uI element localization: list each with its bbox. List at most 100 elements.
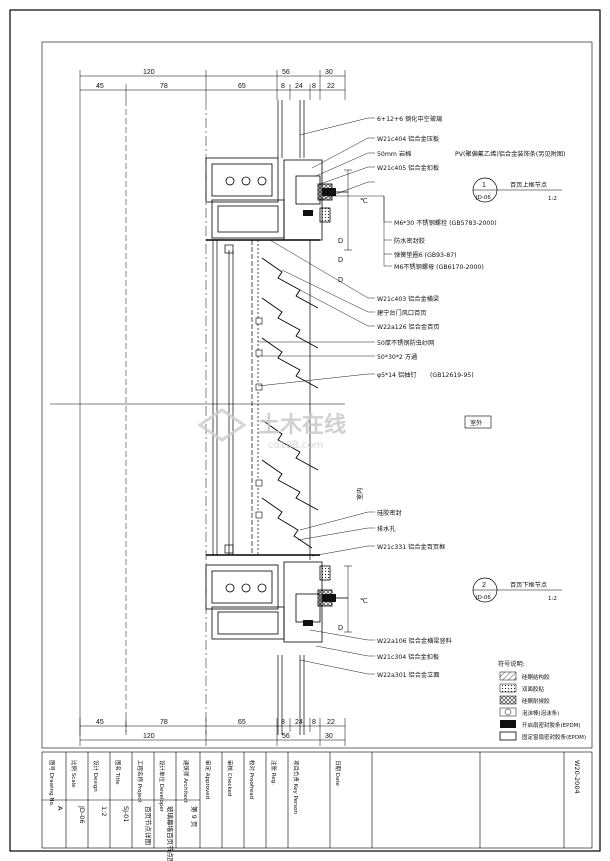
legend-swatch-5	[500, 720, 516, 728]
center-mark-upper: ℃	[360, 198, 368, 205]
dim-top-65: 65	[238, 83, 246, 90]
label-rockwool: 50mm 岩棉	[377, 150, 411, 158]
tb-project-header: 工程名称 Project	[136, 760, 144, 803]
label-drain: 排水孔	[377, 525, 396, 533]
tb-scale-header: 比例 Scale	[70, 760, 78, 788]
node-upper-ref: JD-06	[475, 195, 491, 201]
watermark: 土木在线 co188.com	[197, 408, 346, 451]
upper-bolt	[303, 188, 336, 216]
tb-project-name: 玻璃幕墙百页节点图	[166, 806, 175, 861]
tb-drawing-no-value: W20-2004	[573, 760, 581, 794]
label-rivet: φ5*14 铝抽钉	[377, 371, 417, 379]
watermark-main: 土木在线	[258, 412, 346, 438]
dim-top-30: 30	[325, 69, 333, 76]
legend-swatch-4	[499, 707, 517, 717]
tb-sheet-code: SJ-01	[122, 806, 130, 822]
labels-upper: 6+12+6 钢化中空玻璃 W21c404 铝合金压板 50mm 岩棉 PV(聚…	[377, 115, 565, 379]
label-transom-profile: W22a106 铝合金横梁竖料	[377, 637, 452, 645]
dim-d-1: D	[338, 238, 343, 245]
legend-item-3: 硅酮耐候胶	[522, 697, 550, 705]
label-bolt: M6*30 不锈钢螺栓 (GB5783-2000)	[394, 219, 497, 227]
node-upper-number: 1	[482, 182, 486, 189]
label-pvdf-trim: PV(聚偏氟乙烯)铝合金装饰条(另见附图)	[455, 150, 565, 158]
top-dimension-chain	[79, 70, 346, 100]
tb-date-header: 日期 Date	[334, 760, 341, 787]
upper-transom	[205, 157, 348, 241]
legend-swatch-3	[499, 695, 517, 705]
dim-bot-8b: 8	[312, 719, 316, 726]
dim-top-78: 78	[160, 83, 168, 90]
dim-bot-30: 30	[325, 733, 333, 740]
label-washer: 弹簧垫圈6 (GB93-87)	[394, 251, 457, 259]
tb-drawing-no-header: 图号 Drawing No.	[48, 760, 56, 807]
dim-bot-45: 45	[96, 719, 104, 726]
dim-top-24: 24	[295, 83, 303, 90]
node-upper-title: 百页上框节点	[510, 181, 547, 189]
label-silicone: 硅胶密封	[377, 509, 402, 517]
dim-bot-65: 65	[238, 719, 246, 726]
node-upper-scale: 1:2	[548, 196, 557, 202]
dim-top-56: 56	[282, 69, 290, 76]
dim-top-8a: 8	[281, 83, 285, 90]
label-louver-frame: W21c331 铝合金百页框	[377, 543, 445, 551]
louver-blades-upper	[261, 257, 319, 389]
indoor-label: 室内	[356, 488, 364, 500]
glass-panel	[277, 100, 305, 735]
tb-approved-header: 审定 Approved	[204, 760, 212, 799]
dim-top-45: 45	[96, 83, 104, 90]
legend-item-6: 固定窗扇密封胶条(EPDM)	[522, 733, 586, 741]
tb-drawing-ref: JD-06	[78, 805, 86, 824]
label-mullion: W22a301 铝合金立面	[377, 671, 440, 679]
label-nut: M6不锈钢螺母 (GB6170-2000)	[394, 263, 484, 271]
label-square-tube: 50*30*2 方通	[377, 353, 417, 361]
node-lower-scale: 1:2	[548, 596, 557, 602]
louver-frame	[212, 240, 311, 560]
tb-design-header: 设计 Design	[92, 760, 100, 792]
legend: 符号说明: 硅酮结构胶 双面胶贴 硅酮耐候胶 泡沫棒(泡沫条) 开启扇密封胶条(…	[498, 660, 586, 741]
outdoor-tag: 室外	[464, 415, 492, 429]
tb-architect-header: 建筑师 Architect	[182, 760, 190, 804]
legend-item-5: 开启扇密封胶条(EPDM)	[522, 721, 581, 729]
louver-blades-lower	[261, 419, 319, 549]
label-insect-screen: 50厚不锈钢防虫纱网	[377, 339, 434, 347]
dim-d-3: D	[338, 277, 343, 284]
dim-bot-8a: 8	[281, 719, 285, 726]
node-lower-title: 百页下框节点	[510, 581, 547, 589]
dim-bot-78: 78	[160, 719, 168, 726]
legend-item-2: 双面胶贴	[522, 685, 545, 693]
label-lower-cover: W21c304 铝合金扣板	[377, 653, 439, 661]
sheet-border	[9, 9, 601, 852]
dim-top-8b: 8	[312, 83, 316, 90]
title-block	[41, 751, 593, 849]
tb-sheet: A	[56, 806, 64, 811]
label-air-vent: 建宁台门风口百页	[377, 309, 427, 317]
tb-title-name: 百页节点详图	[144, 806, 153, 845]
dim-d-4: D	[338, 625, 343, 632]
legend-swatch-1	[499, 671, 517, 681]
label-transom: W21c403 铝合金横梁	[377, 295, 439, 303]
outdoor-label: 室外	[470, 419, 482, 427]
reference-lines	[50, 100, 345, 735]
dim-bot-24: 24	[295, 719, 303, 726]
legend-item-4: 泡沫棒(泡沫条)	[522, 709, 559, 717]
title-block-text: 图号 Drawing No. A 比例 Scale JD-06 设计 Desig…	[48, 760, 581, 861]
tb-title-header: 图名 Title	[114, 760, 122, 785]
tb-checked-header: 审核 Checked	[226, 760, 234, 796]
label-pressure-plate: W21c404 铝合金压板	[377, 135, 439, 143]
dim-d-2: D	[338, 257, 343, 264]
bottom-dimension-chain	[79, 718, 346, 746]
right-dimension	[344, 169, 352, 633]
legend-swatch-2	[499, 683, 517, 693]
labels-lower: 硅胶密封 排水孔 W21c331 铝合金百页框 W22a106 铝合金横梁竖料 …	[377, 509, 452, 679]
dim-bot-56: 56	[282, 733, 290, 740]
dim-top-22: 22	[327, 83, 335, 90]
node-lower-number: 2	[482, 582, 486, 589]
label-rivet-std: (GB12619-95)	[430, 372, 474, 379]
leaders-upper	[257, 117, 392, 387]
tb-page: 第 9 页	[190, 806, 199, 828]
legend-title: 符号说明:	[498, 660, 525, 668]
label-louver: W22a126 铝合金百页	[377, 323, 440, 331]
tb-key-person-header: 项目负责 Key Person	[292, 760, 300, 814]
dim-bot-120: 120	[143, 733, 155, 740]
label-cover-plate: W21c405 铝合金扣板	[377, 164, 439, 172]
